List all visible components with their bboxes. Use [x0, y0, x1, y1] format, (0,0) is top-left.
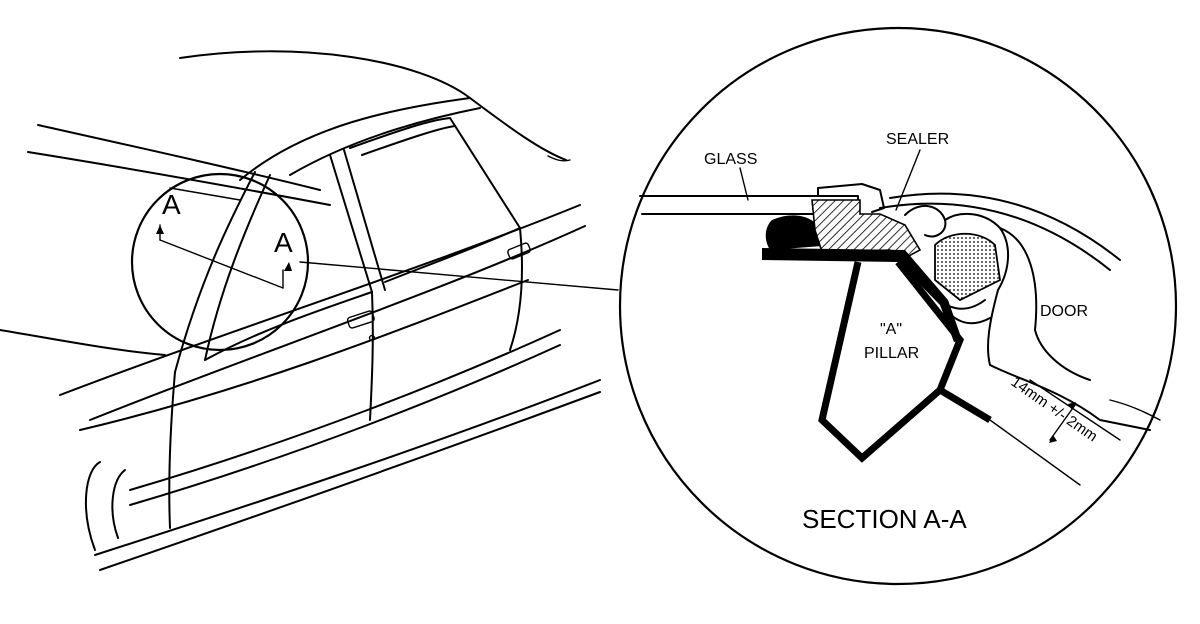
- section-marker-left: A: [162, 189, 181, 220]
- urethane-bead: [765, 215, 822, 250]
- car-body-illustration: [0, 50, 601, 571]
- section-marker-right: A: [274, 227, 293, 258]
- door-label: DOOR: [1040, 303, 1088, 320]
- glass-label: GLASS: [704, 151, 757, 168]
- sealer-label: SEALER: [886, 131, 949, 148]
- a-pillar-label-line2: PILLAR: [864, 345, 919, 362]
- callout-leader-line: [299, 261, 619, 291]
- pinch-weld-flange: [762, 248, 962, 342]
- a-pillar-section: [818, 261, 992, 463]
- a-pillar-label-line1: "A": [880, 321, 902, 338]
- door-weatherstrip: [934, 232, 1001, 302]
- sealer: [811, 199, 922, 259]
- detail-callout-circle: A A: [130, 172, 310, 352]
- door-panel: [987, 289, 1151, 431]
- section-detail: GLASS SEALER "A" PILLAR DOOR 14mm +/- 2m…: [618, 26, 1178, 586]
- section-title: SECTION A-A: [802, 504, 967, 534]
